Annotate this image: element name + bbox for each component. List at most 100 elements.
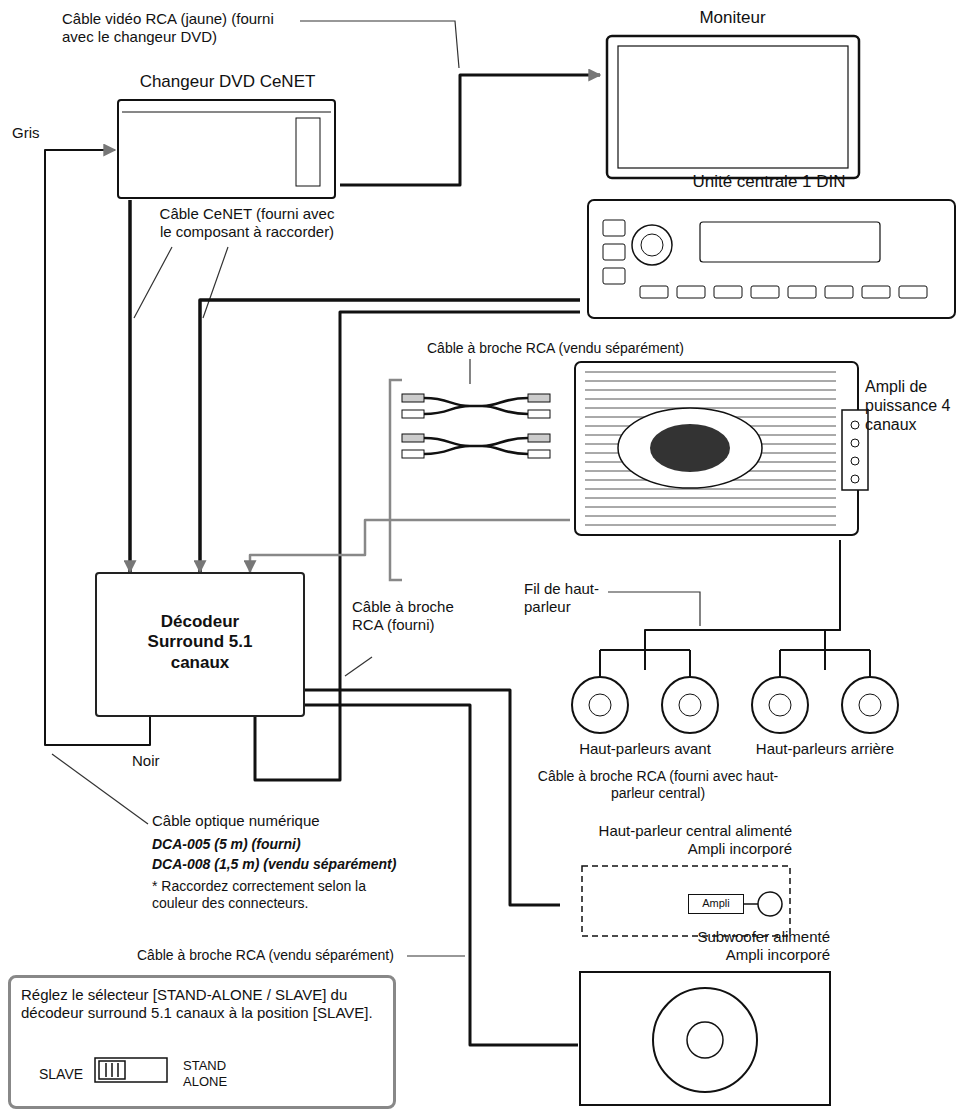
rca-plug xyxy=(402,394,424,402)
heatsink-fin xyxy=(585,390,836,391)
changer-body xyxy=(118,100,335,198)
headunit-button xyxy=(603,244,625,260)
speaker-cone xyxy=(589,694,611,716)
amp-logo xyxy=(650,424,730,472)
node-label: Décodeur Surround 5.1 canaux xyxy=(135,612,265,673)
node-label: Haut-parleurs arrière xyxy=(735,740,915,758)
heatsink-fin xyxy=(585,408,836,409)
speaker xyxy=(758,892,782,916)
part-number: DCA-005 (5 m) (fourni) xyxy=(150,836,414,853)
speaker xyxy=(662,677,718,733)
rca-plug xyxy=(528,450,550,458)
internal-wire xyxy=(744,903,758,905)
leader-line xyxy=(469,359,470,384)
heatsink-fin xyxy=(585,516,836,517)
cable-callout: Câble à broche RCA (vendu séparément) xyxy=(425,340,729,357)
headunit-display xyxy=(700,222,880,262)
cable-callout: Câble CeNET (fourni avec le composant à … xyxy=(150,205,344,241)
node-label: Changeur DVD CeNET xyxy=(115,72,340,92)
speaker-cone xyxy=(769,694,791,716)
cable xyxy=(645,540,840,670)
node-label: Réglez le sélecteur [STAND-ALONE / SLAVE… xyxy=(21,986,383,1022)
leader-line xyxy=(134,247,228,318)
monitor: Moniteur xyxy=(600,8,865,183)
headunit-button xyxy=(603,220,625,236)
cable-callout: Câble optique numérique xyxy=(150,812,394,830)
surround-decoder: Décodeur Surround 5.1 canaux xyxy=(95,572,305,717)
note-box: Réglez le sélecteur [STAND-ALONE / SLAVE… xyxy=(8,975,396,1109)
node-label: Ampli xyxy=(689,897,743,910)
headunit-knob xyxy=(641,234,663,256)
subwoofer-cone xyxy=(653,988,757,1092)
connector-color: Noir xyxy=(130,752,178,770)
changer-slots xyxy=(296,118,320,186)
leader-line xyxy=(300,21,459,68)
headunit-button xyxy=(825,286,853,298)
switch-body xyxy=(95,1058,167,1082)
rear-speakers: Haut-parleurs arrière xyxy=(735,670,915,762)
cable-callout: Câble à broche RCA (vendu séparément) xyxy=(135,947,407,964)
rca-plug xyxy=(528,434,550,442)
cable-callout: Câble à broche RCA (fourni) xyxy=(350,598,456,634)
headunit-button xyxy=(714,286,742,298)
amp-body xyxy=(575,362,858,535)
node-label: Haut-parleurs avant xyxy=(555,740,735,758)
center-speaker: Ampli Haut-parleur central alimenté Ampli… xyxy=(560,822,795,938)
terminal-screw xyxy=(851,421,859,429)
headunit-button xyxy=(603,268,625,284)
node-label: Ampli de puissance 4 canaux xyxy=(865,377,973,435)
connector-color: Gris xyxy=(10,124,48,142)
switch-grip xyxy=(106,1063,118,1077)
rca-plug xyxy=(528,394,550,402)
cable xyxy=(128,200,132,572)
heatsink-fin xyxy=(585,525,836,526)
cable-callout: Câble à broche RCA (fourni avec haut-par… xyxy=(525,768,791,802)
subwoofer-cap xyxy=(687,1022,723,1058)
changer-edge xyxy=(122,112,331,113)
monitor-bezel xyxy=(607,36,859,178)
leader-line xyxy=(404,955,465,956)
headunit-button xyxy=(899,286,927,298)
headunit-button xyxy=(788,286,816,298)
amp-fins xyxy=(585,372,836,525)
subwoofer-box xyxy=(580,972,830,1105)
speaker xyxy=(842,677,898,733)
speaker xyxy=(572,677,628,733)
power-amplifier: Ampli de puissance 4 canaux xyxy=(570,335,975,540)
switch-knob xyxy=(99,1061,125,1079)
speaker xyxy=(752,677,808,733)
speaker-cone xyxy=(679,694,701,716)
bracket xyxy=(390,380,402,580)
terminal-screw xyxy=(851,475,859,483)
amp-logo xyxy=(618,408,762,488)
headunit-buttons xyxy=(640,286,927,298)
rca-plug xyxy=(402,450,424,458)
note: * Raccordez correctement selon la couleu… xyxy=(150,878,394,912)
heatsink-fin xyxy=(585,399,836,400)
monitor-screen xyxy=(618,46,848,168)
node-label: Unité centrale 1 DIN xyxy=(580,172,958,192)
cable xyxy=(340,75,600,185)
terminal-screw xyxy=(851,439,859,447)
headunit-body xyxy=(588,200,955,318)
headunit-button xyxy=(677,286,705,298)
rca-plug xyxy=(402,434,424,442)
amp-terminal xyxy=(842,410,868,490)
subwoofer: Subwoofer alimenté Ampli incorporé xyxy=(578,928,833,1108)
node-label: Moniteur xyxy=(600,8,865,28)
headunit-button xyxy=(751,286,779,298)
head-unit: Unité centrale 1 DIN xyxy=(580,172,958,322)
rca-plug xyxy=(402,410,424,418)
switch-label: SLAVE xyxy=(39,1066,99,1083)
amp-box: Ampli xyxy=(688,894,744,914)
rca-cable xyxy=(424,438,528,454)
node-label: Subwoofer alimenté Ampli incorporé xyxy=(680,928,830,964)
headunit-button xyxy=(640,286,668,298)
node-label: Haut-parleur central alimenté Ampli inco… xyxy=(560,822,792,858)
rca-cable xyxy=(424,398,528,414)
rca-plug xyxy=(528,410,550,418)
heatsink-fin xyxy=(585,372,836,373)
dashed-outline xyxy=(582,866,790,936)
leader-line xyxy=(604,592,700,626)
leader-line xyxy=(345,657,372,676)
